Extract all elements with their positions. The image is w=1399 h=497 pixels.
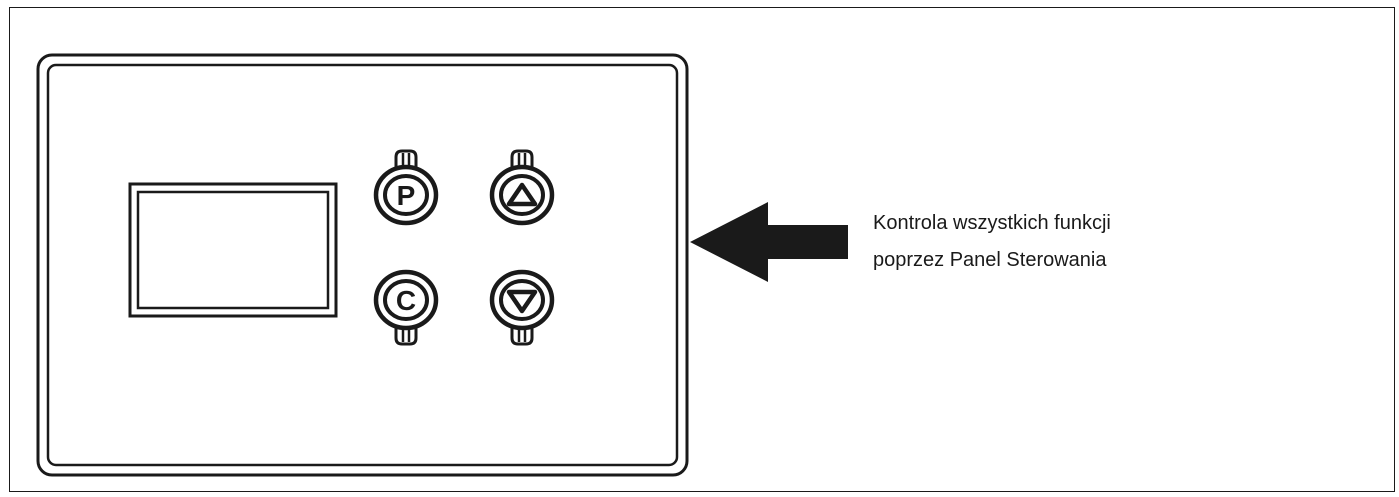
up-button[interactable] xyxy=(492,151,552,223)
caption: Kontrola wszystkich funkcji poprzez Pane… xyxy=(873,205,1111,279)
down-button[interactable] xyxy=(492,272,552,344)
arrow-left-icon xyxy=(690,202,848,282)
outer-frame xyxy=(9,7,1395,492)
triangle-up-icon xyxy=(506,182,538,207)
c-button[interactable]: C xyxy=(376,272,436,344)
triangle-down-icon xyxy=(506,289,538,314)
c-button-label: C xyxy=(396,285,416,316)
p-button[interactable]: P xyxy=(376,151,436,223)
display-screen xyxy=(128,182,338,318)
caption-line-2: poprzez Panel Sterowania xyxy=(873,249,1107,271)
p-button-label: P xyxy=(397,180,416,211)
caption-line-1: Kontrola wszystkich funkcji xyxy=(873,212,1111,234)
